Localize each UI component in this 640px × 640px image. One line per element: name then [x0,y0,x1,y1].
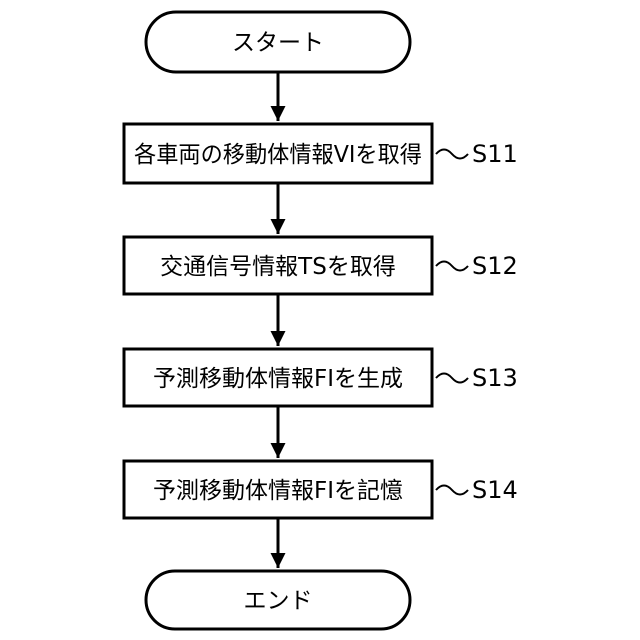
end-label: エンド [244,588,313,614]
process-step-s13: 予測移動体情報FIを生成 S13 [124,349,518,406]
end-terminal: エンド [146,571,410,629]
step-id: S11 [472,140,518,168]
process-step-s11: 各車両の移動体情報VIを取得 S11 [124,124,518,183]
leader-tilde [436,374,468,383]
process-label: 各車両の移動体情報VIを取得 [134,142,422,168]
step-id: S14 [472,476,518,504]
leader-tilde [436,262,468,271]
leader-tilde [436,150,468,159]
process-step-s14: 予測移動体情報FIを記憶 S14 [124,461,518,518]
process-label: 交通信号情報TSを取得 [160,254,396,280]
process-label: 予測移動体情報FIを生成 [153,366,403,392]
process-step-s12: 交通信号情報TSを取得 S12 [124,237,518,294]
process-label: 予測移動体情報FIを記憶 [153,478,403,504]
leader-tilde [436,486,468,495]
start-label: スタート [232,30,324,56]
start-terminal: スタート [146,12,410,72]
step-id: S12 [472,252,518,280]
step-id: S13 [472,364,518,392]
